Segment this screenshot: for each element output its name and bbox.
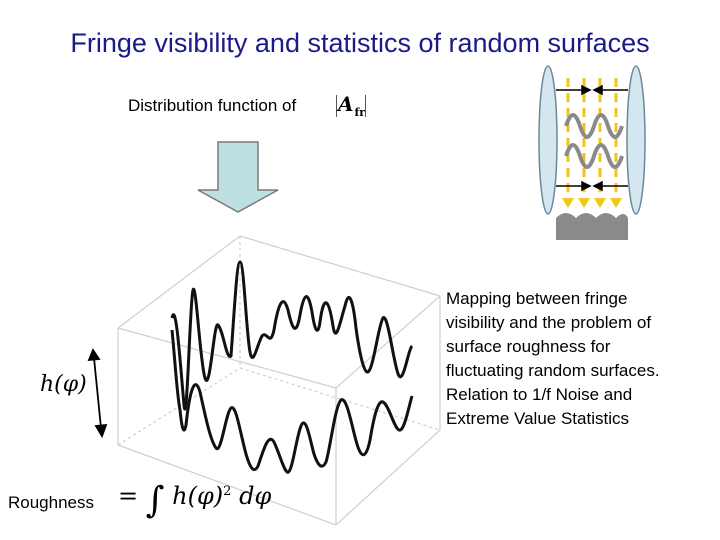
random-surface-curve — [170, 260, 414, 474]
description: Mapping between fringe visibility and th… — [446, 287, 686, 431]
height-function-label: h(φ) — [40, 372, 87, 397]
description-line-2: Relation to 1/f Noise and Extreme Value … — [446, 385, 633, 428]
height-double-arrow — [87, 348, 108, 439]
down-arrow — [197, 141, 279, 213]
page-title: Fringe visibility and statistics of rand… — [70, 28, 650, 58]
roughness-formula: = ∫ h(φ)2 dφ — [118, 480, 272, 521]
amplitude-symbol: Afr — [336, 92, 367, 119]
description-line-1: Mapping between fringe visibility and th… — [446, 289, 660, 380]
distribution-label: Distribution function of — [128, 96, 297, 115]
roughness-label: Roughness — [8, 493, 95, 512]
interferometer-icon — [538, 65, 646, 240]
